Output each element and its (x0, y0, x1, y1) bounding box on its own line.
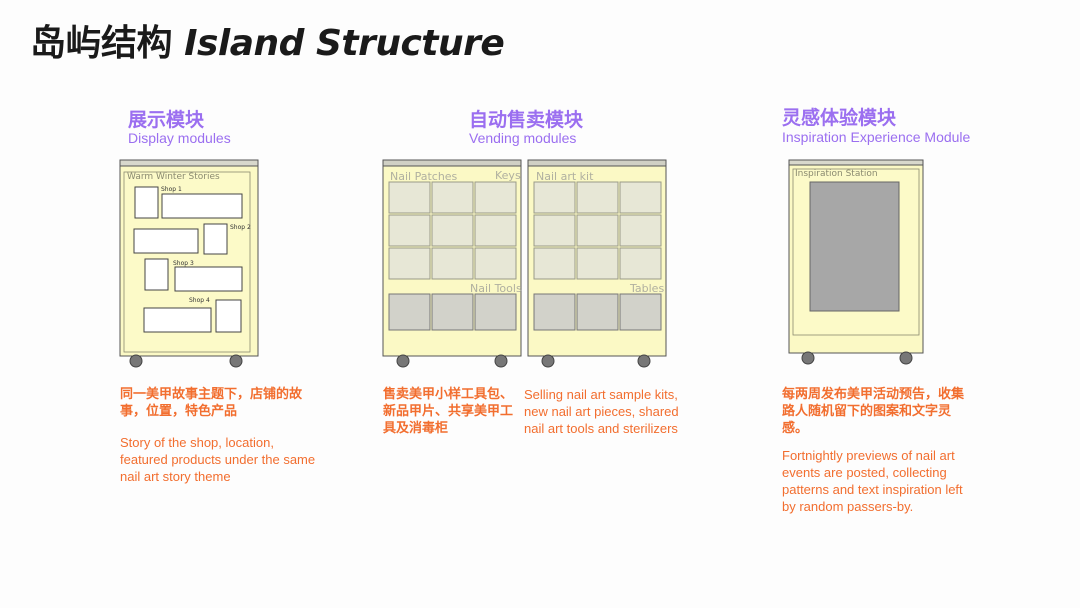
vending-right-title: Nail art kit (536, 170, 594, 183)
display-description-zh: 同一美甲故事主题下，店铺的故事，位置，特色产品 (120, 387, 303, 419)
wheel-left (129, 354, 143, 368)
page-title-en: Island Structure (184, 23, 505, 64)
shop-photo-3 (144, 258, 169, 291)
wheel-right (899, 351, 913, 365)
vending-left-tag: Keys (495, 169, 521, 182)
vending-left-title: Nail Patches (390, 170, 458, 183)
shop-label-2: Shop 2 (230, 224, 251, 231)
shop-label-4: Shop 4 (189, 297, 210, 304)
shop-photo-2 (203, 223, 228, 255)
shop-card-2 (133, 228, 199, 254)
vending-left-grid (388, 181, 517, 280)
vending-description-zh: 售卖美甲小样工具包、新品甲片、共享美甲工具及消毒柜 (383, 387, 514, 436)
vending-right-drawers (533, 293, 662, 331)
display-description-en: Story of the shop, location, featured pr… (120, 435, 316, 484)
vending-section-title-en: Vending modules (469, 130, 577, 146)
display-cabinet-title: Warm Winter Stories (127, 172, 220, 182)
inspiration-board (809, 181, 900, 312)
wheel-right (637, 354, 651, 368)
wheel-right (494, 354, 508, 368)
display-cabinet-illustration: Warm Winter Stories Shop 1 Shop 2 Shop 3… (119, 159, 259, 368)
vending-cabinet-left-illustration: Nail Patches Keys Nail Tools (382, 159, 522, 368)
vending-description-en: Selling nail art sample kits, new nail a… (524, 387, 679, 436)
shop-photo-1 (134, 186, 159, 219)
shop-label-3: Shop 3 (173, 260, 194, 267)
shop-card-3 (174, 266, 243, 292)
wheel-left (541, 354, 555, 368)
page-title: 岛屿结构 Island Structure (30, 14, 505, 66)
inspiration-cabinet-title: Inspiration Station (795, 169, 878, 179)
shop-card-1 (161, 193, 243, 219)
shop-label-1: Shop 1 (161, 186, 182, 193)
inspiration-section-title-en: Inspiration Experience Module (782, 129, 971, 145)
vending-right-grid (533, 181, 662, 280)
inspiration-description-en: Fortnightly previews of nail art events … (782, 448, 963, 514)
vending-left-drawers (388, 293, 517, 331)
shop-photo-4 (215, 299, 242, 333)
vending-cabinet-right-illustration: Nail art kit Tables (527, 159, 667, 368)
inspiration-section-title-zh: 灵感体验模块 (782, 107, 897, 129)
wheel-left (801, 351, 815, 365)
vending-right-lower-label: Tables (629, 282, 664, 295)
inspiration-cabinet-illustration: Inspiration Station (788, 159, 924, 365)
vending-left-lower-label: Nail Tools (470, 282, 522, 295)
display-section-title-en: Display modules (128, 130, 231, 146)
shop-card-4 (143, 307, 212, 333)
display-section-title-zh: 展示模块 (128, 109, 205, 131)
page-title-zh: 岛屿结构 (30, 23, 173, 64)
inspiration-description-zh: 每两周发布美甲活动预告，收集路人随机留下的图案和文字灵感。 (782, 387, 965, 436)
vending-section-title-zh: 自动售卖模块 (469, 109, 584, 131)
wheel-right (229, 354, 243, 368)
wheel-left (396, 354, 410, 368)
